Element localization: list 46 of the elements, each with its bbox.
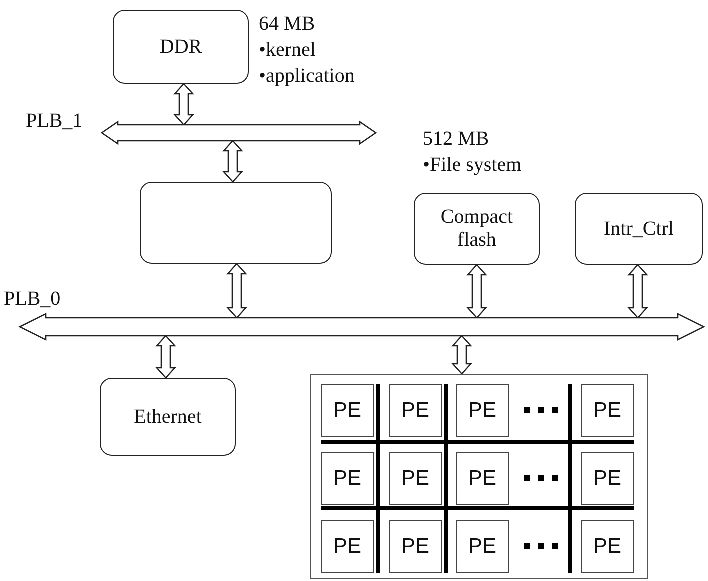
processing-element-box <box>321 384 374 437</box>
double-arrow <box>466 264 488 319</box>
component-label: PE <box>468 466 496 490</box>
double-arrow <box>222 140 244 183</box>
component-label: Ethernet <box>134 406 202 428</box>
processing-element-box <box>456 520 509 573</box>
bus-label: PLB_0 <box>4 288 61 311</box>
component-label: PE <box>593 534 622 558</box>
component-box <box>575 193 703 265</box>
component-label: PE <box>593 466 622 490</box>
component-box <box>100 378 236 456</box>
capacity-label: 64 MB <box>259 12 316 37</box>
double-arrow <box>628 264 648 319</box>
component-label: Compact flash <box>440 206 514 252</box>
processing-element-box <box>581 384 634 437</box>
component-label: PE <box>333 466 362 490</box>
component-label: PE <box>401 466 430 490</box>
component-label: PE <box>593 398 622 422</box>
component-label: PE <box>333 534 362 558</box>
component-label: PE <box>333 398 362 422</box>
contents-item: •kernel <box>259 38 316 63</box>
bus-label: PLB_1 <box>26 110 83 133</box>
component-label: PE <box>468 534 496 558</box>
processing-element-box <box>456 384 509 437</box>
double-arrow <box>226 263 248 319</box>
component-label: PE <box>401 398 430 422</box>
component-label: PE <box>401 534 430 558</box>
double-arrow <box>156 335 176 379</box>
processing-element-box <box>581 520 634 573</box>
processing-element-box <box>389 384 442 437</box>
capacity-label: 512 MB <box>423 127 490 152</box>
double-arrow <box>174 83 194 126</box>
contents-item: •application <box>259 64 355 89</box>
component-label: Intr_Ctrl <box>604 218 674 240</box>
processing-element-box <box>389 452 442 505</box>
processing-element-box <box>321 452 374 505</box>
contents-item: •File system <box>423 153 522 178</box>
processing-element-box <box>389 520 442 573</box>
component-label: PE <box>468 398 496 422</box>
processor-array-frame <box>310 374 648 579</box>
processing-element-box <box>456 452 509 505</box>
double-arrow <box>452 335 472 375</box>
processing-element-box <box>581 452 634 505</box>
processing-element-box <box>321 520 374 573</box>
component-label: DDR <box>160 36 202 58</box>
component-box <box>140 182 332 264</box>
